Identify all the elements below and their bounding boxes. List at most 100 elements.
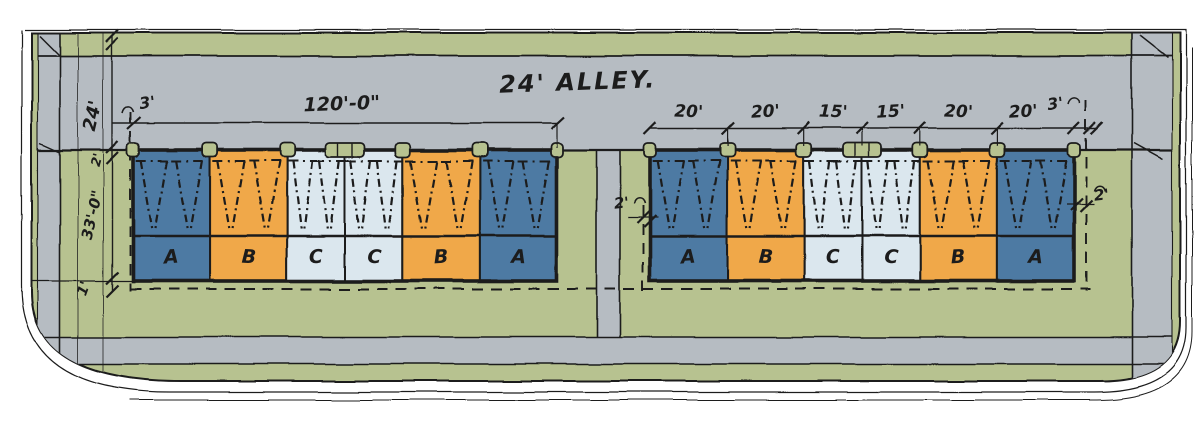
bottom-street [38, 337, 1172, 364]
parking-hatch [486, 160, 501, 230]
stoop-tab [325, 142, 365, 158]
parking-hatch [424, 160, 438, 230]
dim-label-unit-width: 15' [876, 101, 906, 122]
dimension-linework [105, 29, 1106, 298]
parking-hatch [139, 160, 154, 230]
parking-hatch [866, 160, 878, 230]
parking-hatch [1003, 160, 1018, 230]
parking-hatch [656, 160, 671, 230]
parking-hatch [961, 160, 976, 230]
parking-hatch [349, 160, 361, 230]
outer-boundary-line-2 [130, 48, 1193, 401]
parking-hatch [1018, 160, 1032, 230]
parking-hatch [769, 160, 783, 230]
middle-walkway [597, 150, 620, 337]
dim-front-gap-label: 2' [89, 152, 107, 168]
unit-label: C [884, 246, 900, 269]
parking-hatch [154, 160, 169, 230]
unit-label: A [161, 246, 179, 269]
stoop-tab [278, 142, 296, 158]
unit-c [286, 149, 346, 282]
unit-label: A [1026, 246, 1043, 269]
dim-label-unit-width: 20' [750, 101, 780, 122]
linework-layer [21, 29, 1193, 401]
unit-label: B [758, 246, 774, 269]
parking-hatch [444, 160, 459, 230]
stoop-tab [394, 142, 412, 158]
unit-label: B [433, 246, 449, 269]
parking-hatch [501, 160, 515, 230]
stoop-tab [643, 142, 657, 158]
dim-label-unit-width: 15' [818, 102, 848, 123]
parking-hatch [291, 160, 303, 230]
parking-hatch [846, 160, 858, 230]
unit-a [132, 149, 212, 282]
parking-hatch [409, 160, 424, 230]
stoop-tab [201, 142, 219, 158]
parking-hatch [733, 160, 748, 230]
rowhouse-units-layer [131, 148, 1076, 283]
parking-hatch [536, 160, 551, 230]
stoop-tab [471, 142, 489, 158]
parking-hatch [835, 160, 846, 230]
parking-hatch [266, 160, 281, 230]
parking-hatch [783, 160, 798, 230]
unit-label: B [241, 246, 257, 269]
parking-hatch [376, 160, 387, 230]
parking-hatch [216, 160, 231, 230]
unit-label: C [367, 246, 383, 269]
unit-c [343, 149, 404, 282]
setback-dashed-lines [129, 100, 1090, 291]
parking-hatch [189, 160, 204, 230]
parking-hatch [521, 160, 536, 230]
parking-hatch [926, 160, 941, 230]
unit-b [918, 149, 998, 282]
unit-a [478, 149, 558, 282]
parking-hatch [878, 160, 889, 230]
parking-hatch [941, 160, 955, 230]
stoop-tab [1067, 142, 1081, 158]
unit-label: C [309, 246, 324, 268]
parking-hatch [361, 160, 372, 230]
outer-boundary-line [21, 29, 1187, 393]
dim-label-unit-width: 20' [674, 102, 704, 123]
unit-label: A [678, 246, 696, 269]
parking-hatch [1038, 160, 1053, 230]
unit-label: B [950, 246, 966, 269]
dim-left-block-total-label: 120'-0" [303, 92, 380, 117]
dim-label-unit-width: 20' [1008, 101, 1038, 122]
parking-hatch [252, 160, 266, 230]
dim-right-block-offset-label: 3' [1046, 93, 1065, 114]
parking-hatch [387, 160, 399, 230]
parking-hatch [671, 160, 686, 230]
parking-hatch [976, 160, 991, 230]
parking-hatch [303, 160, 314, 230]
alley-pavement [38, 56, 1172, 150]
dim-right-gap-label: 2' [1093, 185, 1110, 204]
parking-hatch [893, 160, 904, 230]
parking-hatch [820, 160, 831, 230]
parking-hatch [231, 160, 246, 230]
parking-hatch [904, 160, 916, 230]
stoop-tab [126, 142, 140, 158]
parking-hatch [1053, 160, 1068, 230]
dim-mid-gap-label: 2' [613, 193, 630, 212]
generated-labels: A B C C B A A B C C B A 20' 20' 15' 15' 20' 20' [161, 101, 1043, 268]
parking-hatch [692, 160, 706, 230]
alley-label: 24' ALLEY. [499, 65, 657, 98]
parking-hatch [329, 160, 341, 230]
parking-hatch [175, 160, 189, 230]
unit-label: A [509, 246, 526, 269]
parking-hatch [808, 160, 820, 230]
dim-rear-gap-label: 1' [74, 279, 94, 298]
parking-hatch [748, 160, 763, 230]
unit-label: C [826, 246, 841, 268]
labels-layer: 24' ALLEY. 24' 120'-0" 3' 3' 2' 2' 33'-0… [74, 65, 1110, 298]
parking-hatch [459, 160, 474, 230]
dim-label-unit-width: 20' [944, 102, 974, 123]
unit-c [860, 149, 921, 282]
parking-hatch [706, 160, 721, 230]
dim-left-block-offset-label: 3' [138, 92, 157, 113]
